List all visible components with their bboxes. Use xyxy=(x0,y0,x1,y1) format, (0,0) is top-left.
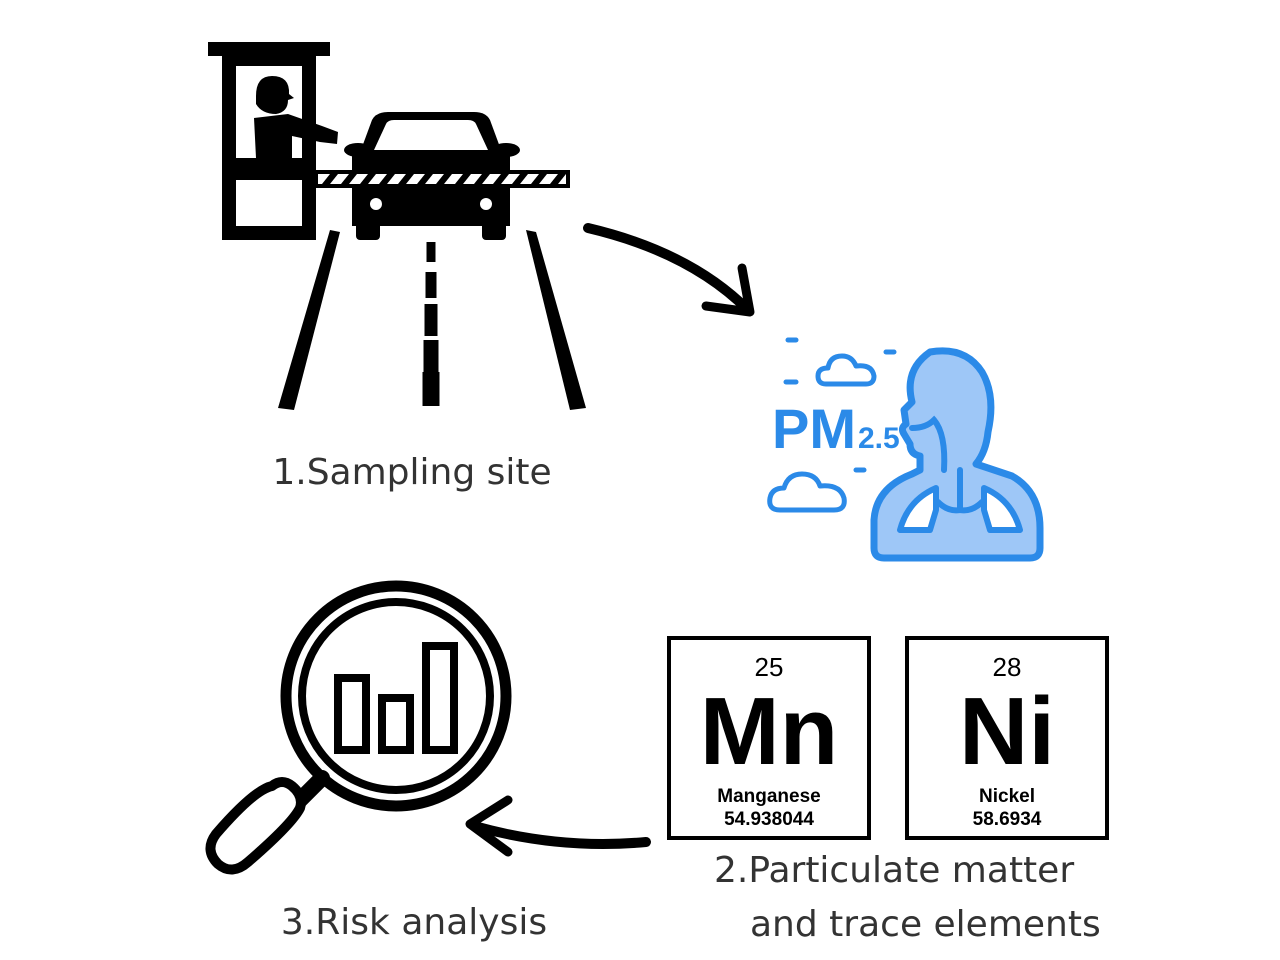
step1-number: 1. xyxy=(272,452,306,493)
step2-label-line1: 2.Particulate matter xyxy=(714,850,1074,891)
barrier-stripe xyxy=(455,174,471,184)
element-atomic-number: 25 xyxy=(755,652,784,682)
step1-text: Sampling site xyxy=(307,452,552,493)
barrier-stripe xyxy=(550,174,566,184)
element-mass: 54.938044 xyxy=(724,809,814,830)
road-icon xyxy=(278,230,586,410)
element-symbol: Mn xyxy=(700,678,839,785)
barrier-stripe xyxy=(379,174,395,184)
particle-marks xyxy=(783,337,897,473)
step2-number: 2. xyxy=(714,850,748,891)
magnifier-icon xyxy=(205,580,512,875)
step3-number: 3. xyxy=(281,902,315,943)
barrier-stripe xyxy=(512,174,528,184)
barrier-stripe xyxy=(322,174,338,184)
pm-label: PM2.5 xyxy=(772,397,900,460)
barrier-stripe xyxy=(398,174,414,184)
arrow-elements-to-risk xyxy=(465,795,651,857)
pm-main-text: PM xyxy=(772,397,856,460)
barrier-stripe xyxy=(474,174,490,184)
barrier-stripe xyxy=(341,174,357,184)
barrier-stripe xyxy=(531,174,547,184)
road-dash xyxy=(424,304,438,336)
step2-label-line2: and trace elements xyxy=(750,904,1101,945)
barrier-stripe xyxy=(360,174,376,184)
road-dash xyxy=(423,340,439,376)
element-mass: 58.6934 xyxy=(973,809,1042,830)
element-name: Manganese xyxy=(717,786,820,807)
element-tile-nickel: 28 Ni Nickel 58.6934 xyxy=(905,636,1109,840)
step3-label: 3.Risk analysis xyxy=(281,902,547,943)
step3-text: Risk analysis xyxy=(315,902,547,943)
element-symbol: Ni xyxy=(959,678,1055,785)
barrier-stripe xyxy=(436,174,452,184)
sampling-site-illustration xyxy=(208,42,586,410)
barrier-stripe xyxy=(493,174,509,184)
human-lungs-icon xyxy=(870,347,1044,562)
road-dash xyxy=(422,372,440,406)
cloud-icon xyxy=(815,353,877,387)
barrier-stripe xyxy=(417,174,433,184)
road-dash xyxy=(425,272,437,298)
element-tile-manganese: 25 Mn Manganese 54.938044 xyxy=(667,636,871,840)
pm25-illustration: PM2.5 xyxy=(767,337,1044,562)
step2-text-line1: Particulate matter xyxy=(748,850,1074,891)
pm-sub-text: 2.5 xyxy=(858,422,900,455)
cloud-icon-lower xyxy=(767,471,847,513)
road-dash xyxy=(426,242,436,262)
toll-operator-icon xyxy=(254,76,338,158)
arrow-site-to-pm xyxy=(583,223,755,317)
barrier-arm-icon xyxy=(314,170,570,188)
element-name: Nickel xyxy=(979,786,1035,807)
element-atomic-number: 28 xyxy=(993,652,1022,682)
bar-chart-icon xyxy=(334,642,458,754)
step1-label: 1.Sampling site xyxy=(272,452,551,493)
